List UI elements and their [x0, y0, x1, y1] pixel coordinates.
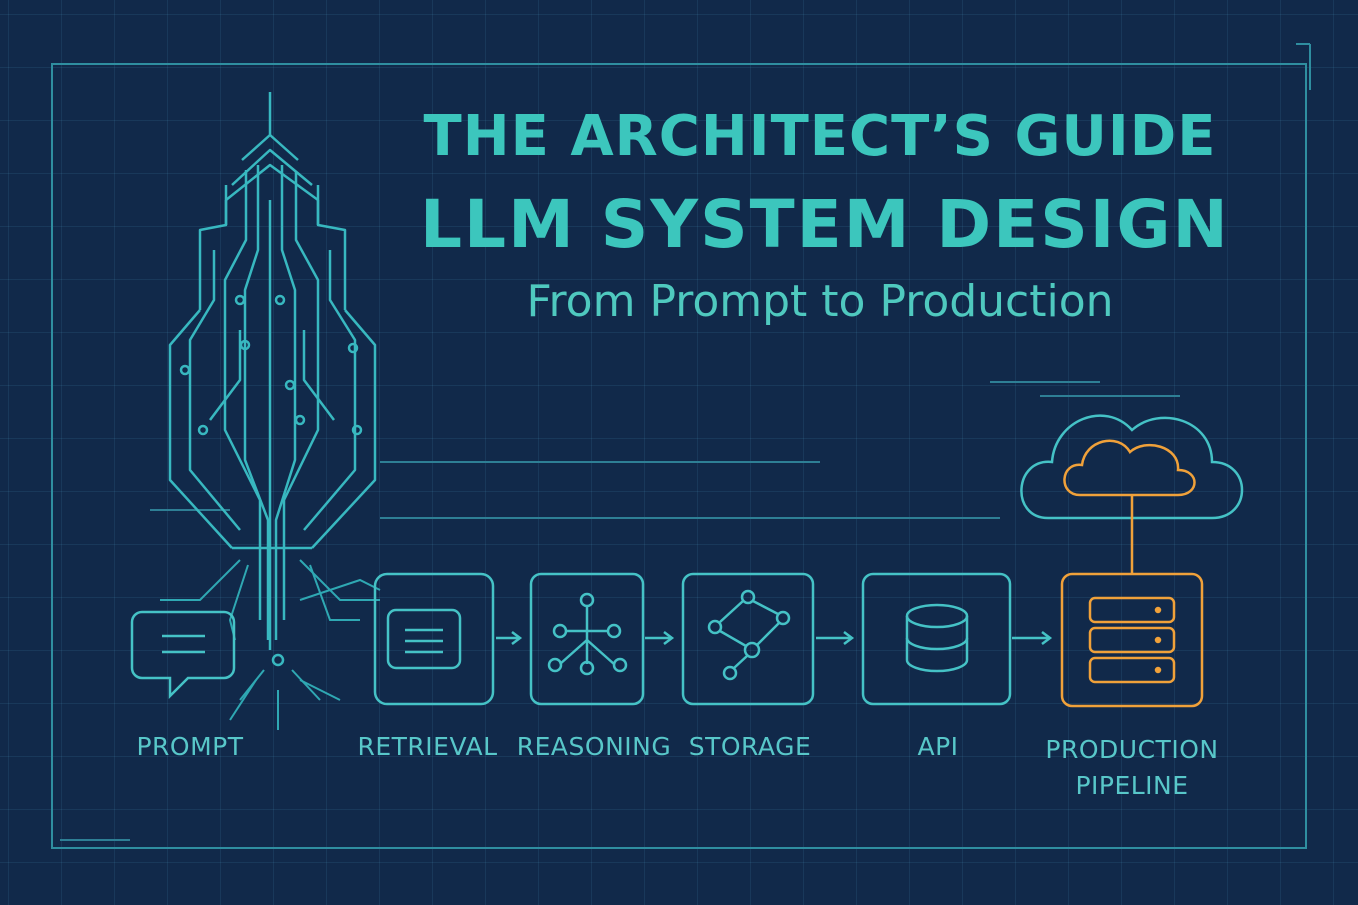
- skyscraper-circuit-icon: [168, 92, 377, 667]
- retrieval-box: [373, 572, 495, 706]
- stage-label-production: PRODUCTION PIPELINE: [1028, 732, 1236, 804]
- cloud-icon: [1020, 414, 1244, 574]
- stage-label-reasoning: REASONING: [516, 732, 672, 761]
- stage-label-storage: STORAGE: [688, 732, 812, 761]
- stage-label-api: API: [917, 732, 959, 761]
- stage-label-production-line2: PIPELINE: [1075, 771, 1189, 800]
- stage-label-prompt: PROMPT: [136, 732, 244, 761]
- storage-box: [681, 572, 815, 706]
- reasoning-box: [529, 572, 645, 706]
- api-box: [861, 572, 1012, 706]
- blueprint-frame: [51, 63, 1307, 849]
- title-line-2: LLM SYSTEM DESIGN: [420, 186, 1230, 263]
- decorative-lines: [60, 381, 1180, 841]
- prompt-chat-icon: [130, 610, 236, 700]
- production-box: [1060, 572, 1204, 708]
- stage-label-production-line1: PRODUCTION: [1045, 735, 1219, 764]
- subtitle: From Prompt to Production: [526, 276, 1114, 327]
- stage-label-retrieval: RETRIEVAL: [357, 732, 498, 761]
- arrow-icon: [496, 631, 1053, 645]
- title-line-1: THE ARCHITECT’S GUIDE: [423, 104, 1217, 169]
